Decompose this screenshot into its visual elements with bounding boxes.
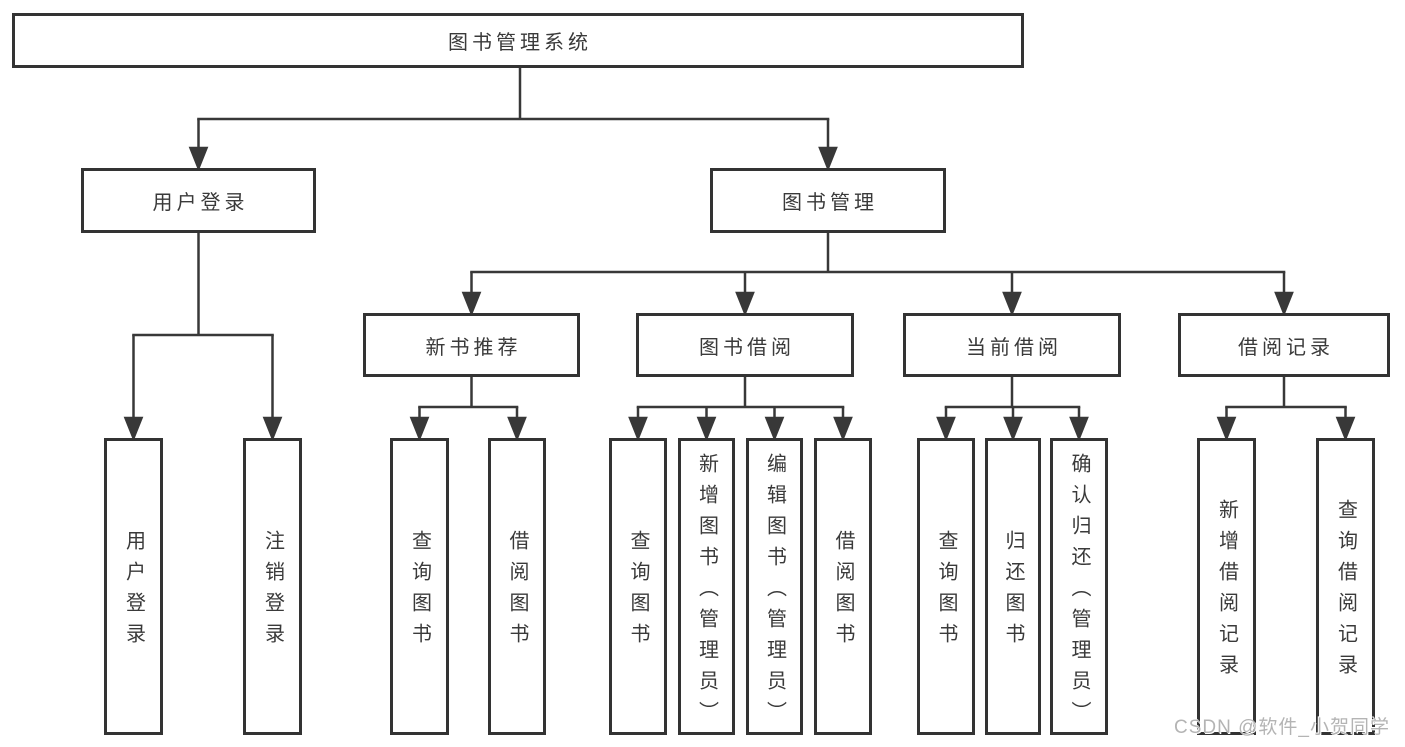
arrow-icon: [735, 291, 755, 317]
node-new-books: 新书推荐: [363, 313, 580, 377]
arrow-icon: [696, 416, 717, 442]
leaf-borrow-books-1: 借阅图书: [488, 438, 546, 735]
leaf-return-books-label: 归还图书: [1002, 530, 1024, 654]
connector-book-mgmt: [461, 233, 1294, 317]
arrow-icon: [123, 416, 144, 442]
leaf-edit-books-admin: 编辑图书（管理员）: [746, 438, 803, 735]
leaf-query-books-2-label: 查询图书: [627, 530, 649, 654]
leaf-query-books-3-label: 查询图书: [935, 530, 957, 654]
arrow-icon: [936, 416, 956, 442]
node-current-borrow-label: 当前借阅: [966, 336, 1062, 359]
node-borrow-records: 借阅记录: [1178, 313, 1390, 377]
connector-book-borrow: [628, 377, 853, 442]
arrow-icon: [1274, 291, 1294, 317]
leaf-query-borrow-record-label: 查询借阅记录: [1334, 499, 1357, 685]
node-current-borrow: 当前借阅: [903, 313, 1121, 377]
arrow-icon: [833, 416, 853, 442]
leaf-logout: 注销登录: [243, 438, 302, 735]
leaf-query-borrow-record: 查询借阅记录: [1316, 438, 1375, 735]
arrow-icon: [461, 291, 482, 317]
node-root: 图书管理系统: [12, 13, 1024, 68]
leaf-logout-label: 注销登录: [261, 530, 284, 654]
leaf-add-books-admin-label: 新增图书（管理员）: [695, 452, 718, 732]
arrow-icon: [188, 146, 209, 172]
watermark: CSDN @软件_小贺同学: [1174, 717, 1390, 738]
leaf-borrow-books-1-label: 借阅图书: [506, 530, 528, 654]
arrow-icon: [1335, 416, 1356, 442]
leaf-query-books-3: 查询图书: [917, 438, 975, 735]
node-root-label: 图书管理系统: [448, 32, 592, 54]
arrow-icon: [628, 416, 648, 442]
arrow-icon: [818, 146, 838, 172]
connector-current-borrow: [936, 377, 1089, 442]
arrow-icon: [507, 416, 527, 442]
connector-root: [188, 68, 838, 172]
leaf-return-books: 归还图书: [985, 438, 1041, 735]
leaf-add-books-admin: 新增图书（管理员）: [678, 438, 735, 735]
connector-new-books: [409, 377, 527, 442]
leaf-confirm-return-admin-label: 确认归还（管理员）: [1068, 452, 1090, 732]
leaf-borrow-books-2: 借阅图书: [814, 438, 872, 735]
arrow-icon: [1216, 416, 1237, 442]
node-new-books-label: 新书推荐: [425, 336, 522, 359]
node-book-mgmt-label: 图书管理: [782, 192, 878, 214]
leaf-user-login: 用户登录: [104, 438, 163, 735]
node-user-login-label: 用户登录: [152, 192, 249, 214]
arrow-icon: [262, 416, 283, 442]
node-book-borrow: 图书借阅: [636, 313, 854, 377]
node-book-mgmt: 图书管理: [710, 168, 946, 233]
node-book-borrow-label: 图书借阅: [699, 336, 795, 359]
leaf-borrow-books-2-label: 借阅图书: [832, 530, 854, 654]
connector-borrow-records: [1216, 377, 1356, 442]
node-borrow-records-label: 借阅记录: [1238, 336, 1334, 359]
leaf-edit-books-admin-label: 编辑图书（管理员）: [763, 452, 786, 732]
arrow-icon: [1069, 416, 1089, 442]
leaf-query-books-2: 查询图书: [609, 438, 667, 735]
leaf-query-books-1-label: 查询图书: [408, 530, 431, 654]
leaf-confirm-return-admin: 确认归还（管理员）: [1050, 438, 1108, 735]
leaf-add-borrow-record: 新增借阅记录: [1197, 438, 1256, 735]
leaf-user-login-label: 用户登录: [122, 530, 145, 654]
leaf-add-borrow-record-label: 新增借阅记录: [1215, 499, 1238, 685]
arrow-icon: [409, 416, 430, 442]
leaf-query-books-1: 查询图书: [390, 438, 449, 735]
connector-user-login: [123, 233, 283, 442]
arrow-icon: [1002, 291, 1022, 317]
arrow-icon: [764, 416, 785, 442]
arrow-icon: [1003, 416, 1023, 442]
node-user-login: 用户登录: [81, 168, 316, 233]
